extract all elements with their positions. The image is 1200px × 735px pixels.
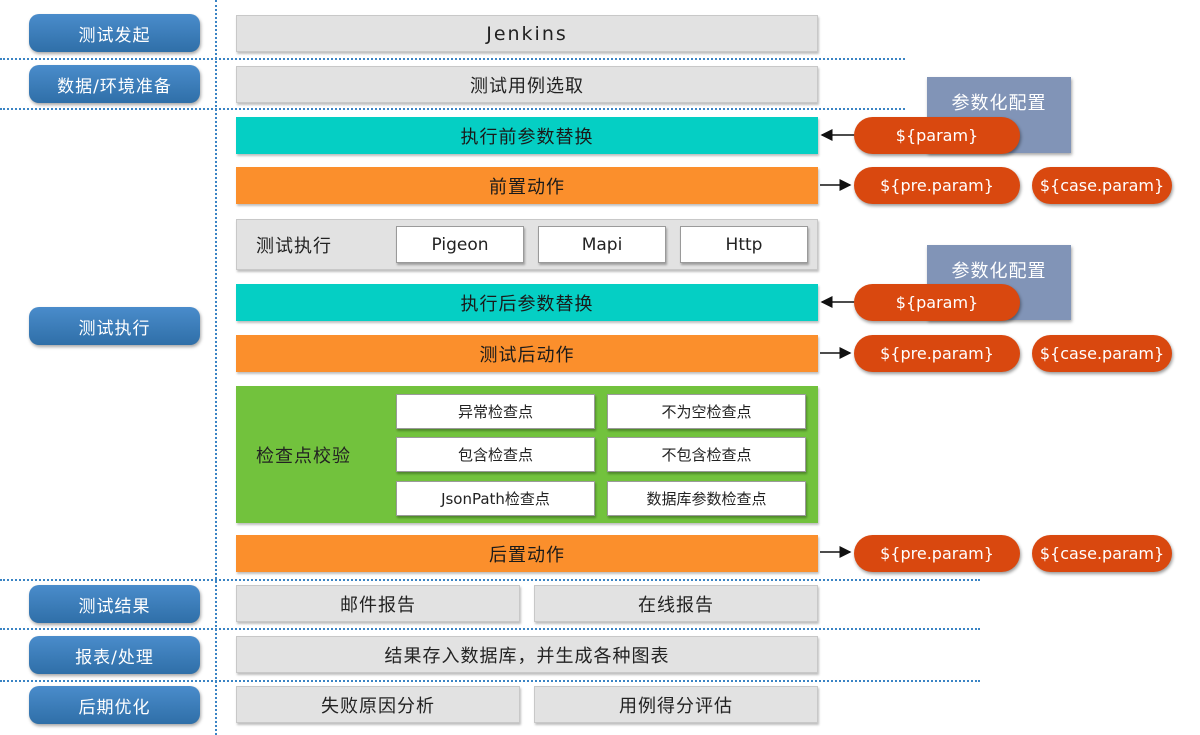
divider-1 <box>0 58 905 60</box>
case-param-pill-2: ${case.param} <box>1032 335 1172 372</box>
post-param-replace-box: 执行后参数替换 <box>236 284 818 321</box>
param-pill-1: ${param} <box>854 117 1020 154</box>
exec-item-mapi: Mapi <box>538 226 666 263</box>
exec-item-pigeon: Pigeon <box>396 226 524 263</box>
stage-initiate: 测试发起 <box>29 14 200 52</box>
post-test-action-box: 测试后动作 <box>236 335 818 372</box>
divider-3 <box>0 579 980 581</box>
pre-param-replace-box: 执行前参数替换 <box>236 117 818 154</box>
vertical-divider <box>215 0 217 735</box>
fail-analysis-box: 失败原因分析 <box>236 686 520 723</box>
online-report-box: 在线报告 <box>534 585 818 622</box>
test-exec-label: 测试执行 <box>256 235 332 257</box>
case-score-box: 用例得分评估 <box>534 686 818 723</box>
check-not-contains: 不包含检查点 <box>607 437 806 472</box>
check-not-empty: 不为空检查点 <box>607 394 806 429</box>
pre-param-pill-2: ${pre.param} <box>854 335 1020 372</box>
check-exception: 异常检查点 <box>396 394 595 429</box>
divider-5 <box>0 680 980 682</box>
divider-4 <box>0 628 980 630</box>
exec-item-http: Http <box>680 226 808 263</box>
stage-prepare: 数据/环境准备 <box>29 65 200 103</box>
pre-param-pill-1: ${pre.param} <box>854 167 1020 204</box>
case-select-box: 测试用例选取 <box>236 66 818 103</box>
stage-result: 测试结果 <box>29 585 200 623</box>
check-contains: 包含检查点 <box>396 437 595 472</box>
stage-execute: 测试执行 <box>29 307 200 345</box>
case-param-pill-1: ${case.param} <box>1032 167 1172 204</box>
pre-param-pill-3: ${pre.param} <box>854 535 1020 572</box>
after-action-box: 后置动作 <box>236 535 818 572</box>
store-db-box: 结果存入数据库，并生成各种图表 <box>236 636 818 673</box>
param-pill-2: ${param} <box>854 284 1020 321</box>
check-jsonpath: JsonPath检查点 <box>396 481 595 516</box>
jenkins-box: Jenkins <box>236 15 818 52</box>
check-db-param: 数据库参数检查点 <box>607 481 806 516</box>
divider-2 <box>0 108 905 110</box>
pre-action-box: 前置动作 <box>236 167 818 204</box>
mail-report-box: 邮件报告 <box>236 585 520 622</box>
checkpoint-label: 检查点校验 <box>256 445 351 467</box>
stage-optimize: 后期优化 <box>29 686 200 724</box>
case-param-pill-3: ${case.param} <box>1032 535 1172 572</box>
stage-report: 报表/处理 <box>29 636 200 674</box>
